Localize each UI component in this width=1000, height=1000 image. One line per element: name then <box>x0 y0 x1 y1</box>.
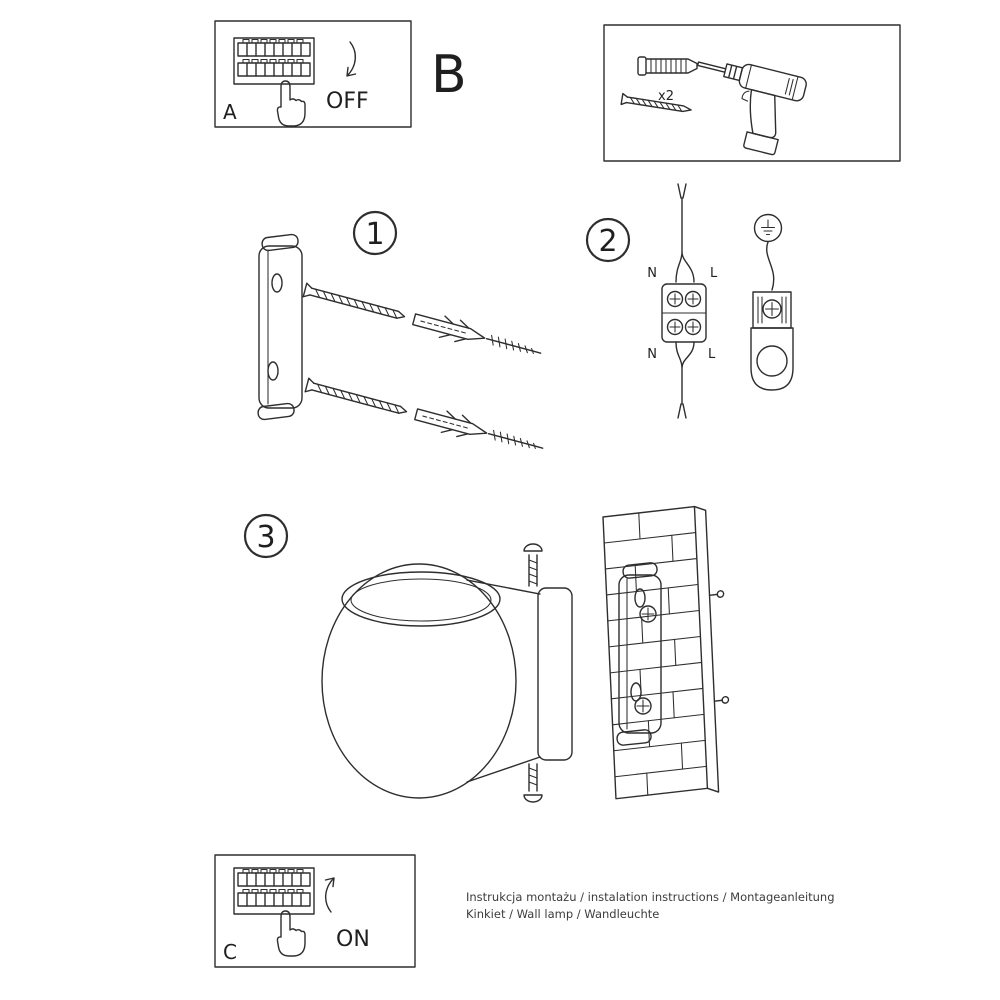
label-live-bottom: L <box>708 347 716 362</box>
ground-wire <box>766 241 775 291</box>
footer-instructions-line: Instrukcja montażu / instalation instruc… <box>466 890 835 904</box>
section-a-frame <box>214 20 412 128</box>
wire-connector-block <box>661 283 707 343</box>
toolbox: x2 <box>603 24 901 162</box>
step-2-badge <box>585 217 631 263</box>
screw-anchor-assembly <box>303 373 547 460</box>
circuit-breaker-hand-icon <box>233 37 315 127</box>
lamp-screw-top-icon <box>523 543 543 587</box>
step-3-number: 3 <box>256 520 275 555</box>
footer: Instrukcja montażu / instalation instruc… <box>466 890 835 921</box>
step-1-badge <box>352 210 398 256</box>
ground-symbol-icon <box>753 213 783 243</box>
toolbox-screw-icon <box>620 92 692 113</box>
step-1: 1 <box>257 210 547 460</box>
label-neutral-top: N <box>647 266 657 281</box>
section-c-label: C <box>223 940 237 964</box>
drill-icon <box>697 61 807 156</box>
circuit-breaker-hand-icon <box>233 867 315 957</box>
section-a-label: A <box>223 100 237 124</box>
brick-wall <box>602 505 730 800</box>
footer-product-line: Kinkiet / Wall lamp / Wandleuchte <box>466 907 659 921</box>
section-c: C ON <box>214 854 416 968</box>
section-a-action: OFF <box>326 89 369 114</box>
bracket-screw-icon <box>639 605 657 623</box>
bracket-screw-icon <box>634 697 652 715</box>
step-2: 2 N L N L <box>585 183 794 419</box>
step-3: 3 <box>243 505 730 803</box>
lamp-back-plate <box>537 587 573 761</box>
step-3-badge <box>243 513 289 559</box>
section-c-frame <box>214 854 416 968</box>
mounting-bracket <box>257 233 303 421</box>
step-1-number: 1 <box>365 217 384 252</box>
label-neutral-bottom: N <box>647 347 657 362</box>
screw-anchor-assembly <box>301 278 545 365</box>
flip-down-arrow-icon <box>346 41 357 77</box>
terminal-clamp <box>750 291 794 391</box>
flip-up-arrow-icon <box>324 877 335 913</box>
supply-wire <box>675 183 695 419</box>
section-b-label: B <box>431 45 467 105</box>
section-c-action: ON <box>336 927 370 952</box>
lamp-screw-bottom-icon <box>523 763 543 803</box>
toolbox-frame <box>603 24 901 162</box>
step-2-number: 2 <box>598 224 617 259</box>
wall-bracket <box>616 562 662 746</box>
label-live-top: L <box>710 266 718 281</box>
wall-lamp-cylinder <box>321 543 573 803</box>
wall-plug-icon <box>637 56 698 76</box>
section-a: A OFF <box>214 20 412 128</box>
plug-quantity: x2 <box>658 89 674 104</box>
